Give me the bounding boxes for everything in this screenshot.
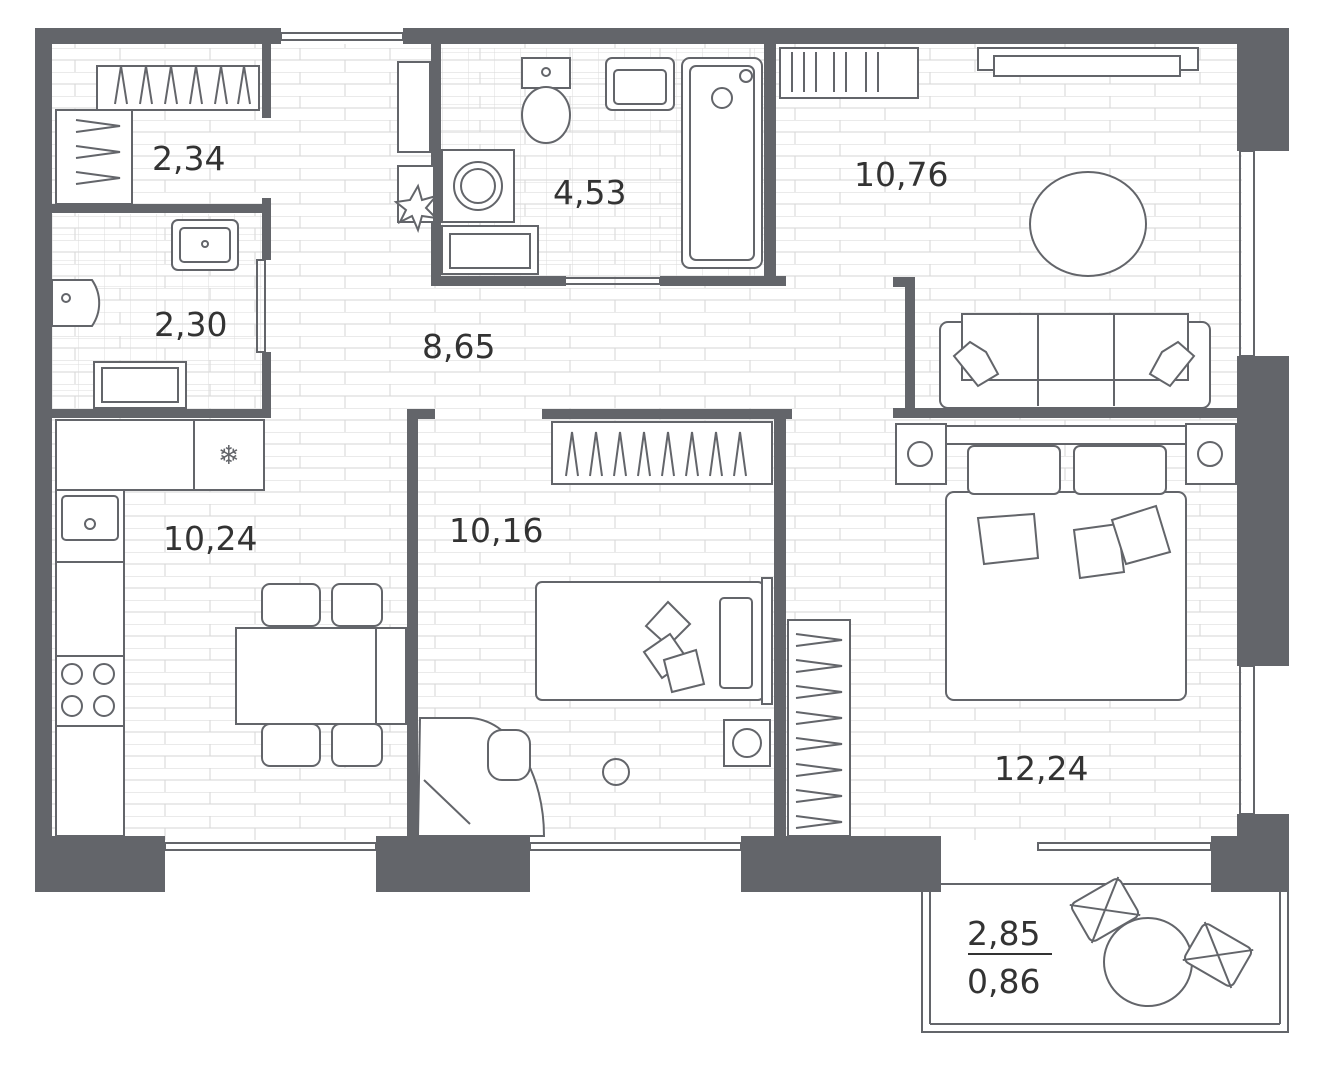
living-room-furniture — [779, 47, 1211, 409]
bathroom-main-area-label: 4,53 — [553, 173, 626, 212]
snowflake-icon: ❄ — [218, 441, 240, 471]
room-labels: 2,34 2,30 4,53 10,76 8,65 10,24 10,16 12… — [152, 139, 1088, 1001]
kitchen-area-label: 10,24 — [163, 519, 257, 558]
small-bedroom-furniture — [416, 421, 773, 837]
main-bathroom-fixtures — [393, 57, 763, 275]
balcony — [921, 876, 1289, 1033]
balcony-area-label: 2,85 — [967, 914, 1040, 953]
wardrobe-racks — [55, 65, 260, 205]
large-bedroom-furniture — [787, 423, 1237, 837]
living-room-area-label: 10,76 — [854, 155, 948, 194]
balcony-reduced-area-label: 0,86 — [967, 962, 1040, 1001]
hallway-area-label: 8,65 — [422, 327, 495, 366]
wardrobe-area-label: 2,34 — [152, 139, 225, 178]
balcony-table — [1069, 876, 1254, 1007]
kitchen-furniture: ❄ — [55, 419, 407, 837]
walls — [35, 28, 1289, 892]
bedroom-large-area-label: 12,24 — [994, 749, 1088, 788]
small-bathroom-fixtures — [51, 219, 239, 409]
bedroom-small-area-label: 10,16 — [449, 511, 543, 550]
bathroom-small-area-label: 2,30 — [154, 305, 227, 344]
windows — [164, 32, 1255, 851]
